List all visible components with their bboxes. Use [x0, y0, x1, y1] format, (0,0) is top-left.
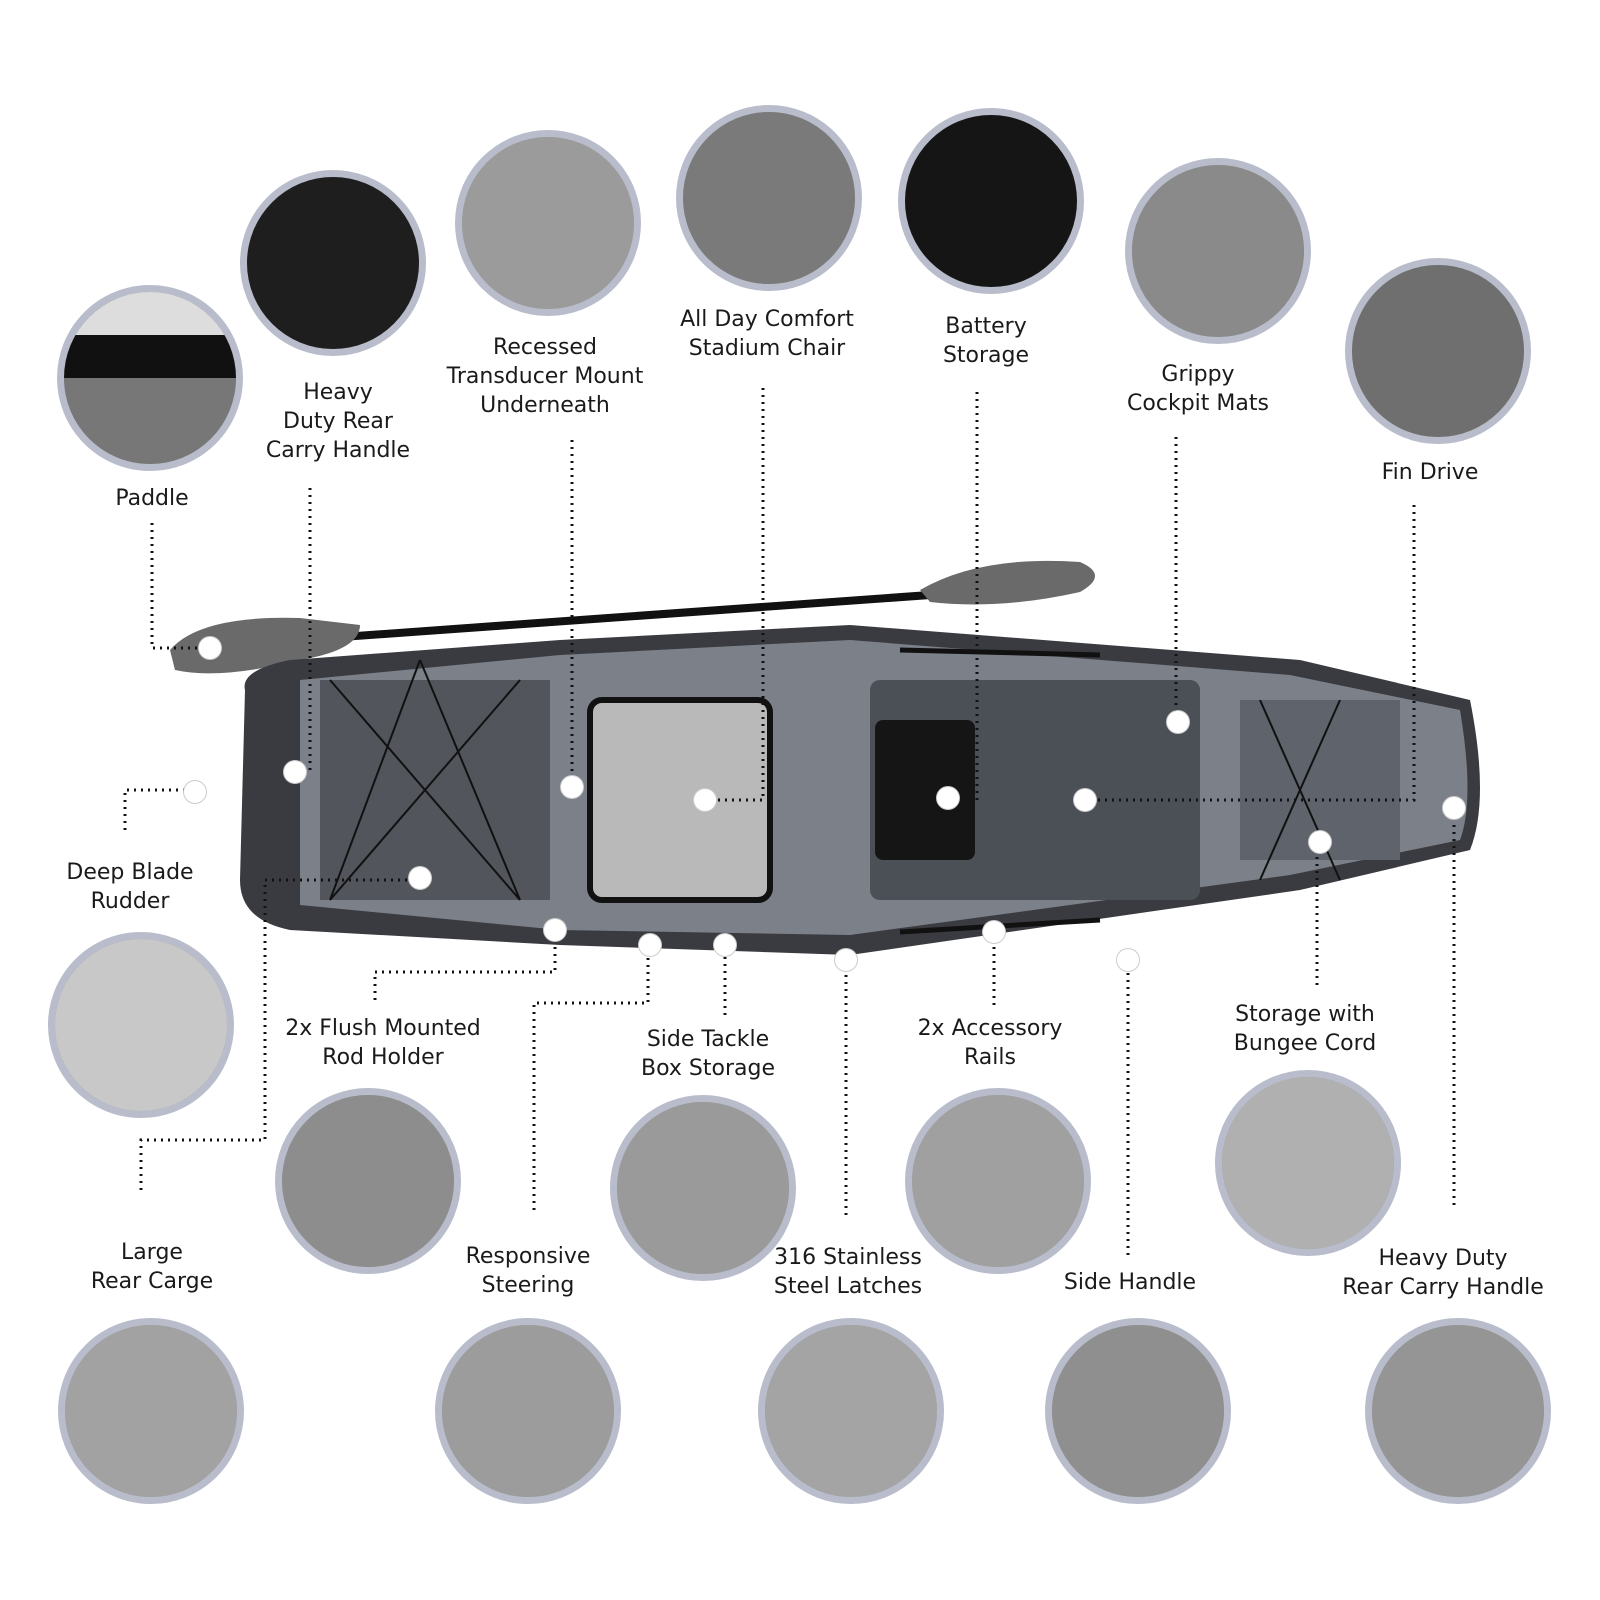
paddle-photo [57, 285, 243, 471]
label-fin-drive: Fin Drive [1381, 460, 1479, 485]
rail-photo [905, 1088, 1091, 1274]
label-bungee: Storage with Bungee Cord [1233, 1002, 1377, 1056]
bow-handle-photo [1365, 1318, 1551, 1504]
label-chair: All Day Comfort Stadium Chair [680, 307, 854, 361]
battery-hatch [875, 720, 975, 860]
label-rear-cargo: Large Rear Carge [90, 1240, 214, 1294]
cargo-photo [58, 1318, 244, 1504]
rod-holder-photo [275, 1088, 461, 1274]
steering-photo [435, 1318, 621, 1504]
label-paddle: Paddle [115, 486, 189, 511]
hotspot-rear-cargo[interactable] [409, 867, 431, 889]
label-rod-holder: 2x Flush Mounted Rod Holder [285, 1016, 481, 1070]
fin-drive-photo [1345, 258, 1531, 444]
label-tackle-box: Side Tackle Box Storage [641, 1027, 775, 1081]
rear-well [320, 680, 550, 900]
side-handle-photo [1045, 1318, 1231, 1504]
hotspot-rails[interactable] [983, 921, 1005, 943]
chair-illustration [587, 697, 773, 903]
hotspot-transducer[interactable] [561, 776, 583, 798]
hotspot-carry-handle[interactable] [284, 761, 306, 783]
bungee-photo [1215, 1070, 1401, 1256]
hotspot-battery[interactable] [937, 787, 959, 809]
label-side-handle: Side Handle [1063, 1270, 1197, 1295]
paddle-illustration [170, 560, 1095, 674]
carry-handle-photo [240, 170, 426, 356]
label-mats: Grippy Cockpit Mats [1127, 362, 1269, 416]
tackle-box-photo [610, 1095, 796, 1281]
leader-lines [123, 388, 1456, 1255]
label-latches: 316 Stainless Steel Latches [773, 1245, 923, 1299]
label-rails: 2x Accessory Rails [917, 1016, 1063, 1070]
hotspot-latches[interactable] [835, 949, 857, 971]
battery-hatch-photo [898, 108, 1084, 294]
mat-photo [1125, 158, 1311, 344]
hotspot-rudder[interactable] [184, 781, 206, 803]
transducer-mount-photo [455, 130, 641, 316]
label-transducer: Recessed Transducer Mount Underneath [446, 335, 644, 418]
label-rudder: Deep Blade Rudder [66, 860, 194, 914]
hotspot-rod-holder[interactable] [544, 919, 566, 941]
label-steering: Responsive Steering [465, 1244, 591, 1298]
hotspot-fin-drive[interactable] [1074, 789, 1096, 811]
hotspot-paddle[interactable] [199, 637, 221, 659]
hotspot-mats[interactable] [1167, 711, 1189, 733]
hotspot-bow-handle[interactable] [1443, 797, 1465, 819]
label-battery: Battery Storage [942, 314, 1030, 368]
hotspot-tackle-box[interactable] [714, 934, 736, 956]
hotspot-steering[interactable] [639, 934, 661, 956]
hotspot-side-handle[interactable] [1117, 949, 1139, 971]
hotspot-chair[interactable] [694, 789, 716, 811]
latch-photo [758, 1318, 944, 1504]
hotspot-bungee[interactable] [1309, 831, 1331, 853]
label-carry-handle: Heavy Duty Rear Carry Handle [265, 380, 411, 463]
chair-photo [676, 105, 862, 291]
label-bow-handle: Heavy Duty Rear Carry Handle [1342, 1246, 1544, 1300]
rudder-photo [48, 932, 234, 1118]
